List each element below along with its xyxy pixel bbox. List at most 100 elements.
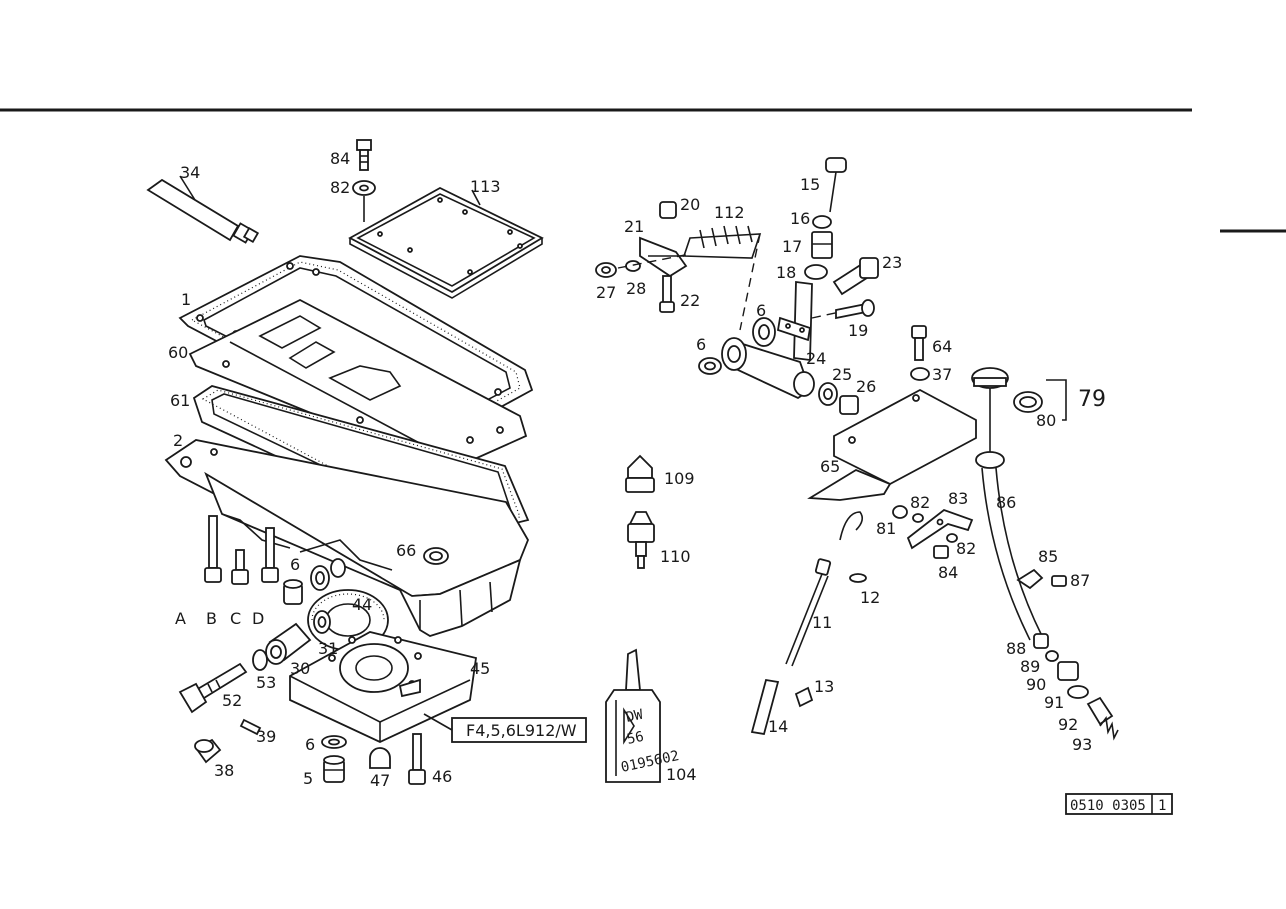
cap-13 <box>794 686 814 708</box>
washer-82-bracket <box>912 513 924 523</box>
callout-18: 18 <box>776 263 796 282</box>
sealant-tube <box>146 175 260 244</box>
callout-82c: 82 <box>956 539 976 558</box>
callout-109: 109 <box>664 469 695 488</box>
callout-90: 90 <box>1026 675 1046 694</box>
bracket-21 <box>639 236 688 278</box>
callout-16: 16 <box>790 209 810 228</box>
bracket-83 <box>906 508 974 550</box>
callout-44: 44 <box>352 595 372 614</box>
clip-12 <box>849 573 867 583</box>
seal-80 <box>1013 391 1043 413</box>
bottle-label-1: DW <box>625 707 645 726</box>
group-79-bracket <box>1046 379 1067 421</box>
callout-80: 80 <box>1036 411 1056 430</box>
callout-11: 11 <box>812 613 832 632</box>
nut-81 <box>892 505 908 519</box>
sleeve-14 <box>750 678 780 736</box>
cap-47 <box>369 747 391 769</box>
screw-84-top <box>356 139 372 171</box>
callout-21: 21 <box>624 217 644 236</box>
variant-label-box: F4,5,6L912/W <box>423 713 587 743</box>
adhesive-bottle-104: DW 56 0195602 <box>605 648 681 783</box>
callout-19: 19 <box>848 321 868 340</box>
callout-15: 15 <box>800 175 820 194</box>
callout-2: 2 <box>173 431 183 450</box>
callout-89: 89 <box>1020 657 1040 676</box>
callout-6d: 6 <box>696 335 706 354</box>
callout-61: 61 <box>170 391 190 410</box>
washer-37 <box>910 367 930 381</box>
drain-plug-66 <box>423 547 449 565</box>
drawing-number-box: 0510 0305 1 <box>1065 793 1173 815</box>
callout-93: 93 <box>1072 735 1092 754</box>
callout-24: 24 <box>806 349 826 368</box>
callout-D: D <box>252 609 264 628</box>
callout-5: 5 <box>303 769 313 788</box>
callout-45: 45 <box>470 659 490 678</box>
callout-66: 66 <box>396 541 416 560</box>
callout-82a: 82 <box>330 178 350 197</box>
callout-83: 83 <box>948 489 968 508</box>
callout-86: 86 <box>996 493 1016 512</box>
cover-plate-113 <box>348 186 544 299</box>
pin-39 <box>239 718 262 736</box>
adapter-30 <box>265 622 312 665</box>
callout-6a: 6 <box>290 555 300 574</box>
washer-31 <box>313 610 331 634</box>
bolt-22 <box>659 275 675 313</box>
callout-labels: 34 84 82 113 1 60 61 2 66 6 44 A B C D 3… <box>168 149 1106 790</box>
nut-20 <box>659 201 677 219</box>
nut-27 <box>595 262 617 278</box>
bolt-84-bracket <box>933 545 949 559</box>
cap-38 <box>194 738 222 764</box>
callout-B: B <box>206 609 217 628</box>
callout-23: 23 <box>882 253 902 272</box>
callout-47: 47 <box>370 771 390 790</box>
baffle-plate-60 <box>188 298 528 471</box>
filler-pipe-24 <box>721 280 815 400</box>
drawing-number: 0510 0305 <box>1070 798 1146 814</box>
clips-112 <box>682 225 762 259</box>
callout-17: 17 <box>782 237 802 256</box>
callout-53: 53 <box>256 673 276 692</box>
callout-1: 1 <box>181 290 191 309</box>
callout-22: 22 <box>680 291 700 310</box>
dipstick-tube-15 <box>825 157 847 213</box>
callout-26: 26 <box>856 377 876 396</box>
seal-18 <box>804 264 828 280</box>
bolt-c <box>261 527 279 583</box>
callout-27: 27 <box>596 283 616 302</box>
assembly-line-b <box>739 233 761 331</box>
plug-23 <box>832 257 879 296</box>
callout-52: 52 <box>222 691 242 710</box>
washer-28 <box>625 260 641 272</box>
nut-90 <box>1057 661 1079 681</box>
washer-6-bottom <box>321 735 347 749</box>
callout-88: 88 <box>1006 639 1026 658</box>
callout-25: 25 <box>832 365 852 384</box>
spacer-block-45 <box>289 631 478 743</box>
dipstick-11 <box>785 511 864 667</box>
washer-91 <box>1067 685 1089 699</box>
callout-81: 81 <box>876 519 896 538</box>
seal-89 <box>1045 650 1059 662</box>
bolt-64 <box>911 325 927 361</box>
callout-34: 34 <box>180 163 200 182</box>
fitting-92 <box>1086 696 1114 726</box>
callout-30: 30 <box>290 659 310 678</box>
callout-112: 112 <box>714 203 745 222</box>
callout-82b: 82 <box>910 493 930 512</box>
washer-25 <box>818 382 838 406</box>
callout-110: 110 <box>660 547 691 566</box>
bolt-46 <box>408 733 426 785</box>
seal-16 <box>812 215 832 229</box>
callout-39: 39 <box>256 727 276 746</box>
fitting-17 <box>811 231 833 259</box>
callout-46: 46 <box>432 767 452 786</box>
plug-26 <box>839 395 859 415</box>
callout-92: 92 <box>1058 715 1078 734</box>
callout-87: 87 <box>1070 571 1090 590</box>
assembly-line-a <box>617 253 691 269</box>
